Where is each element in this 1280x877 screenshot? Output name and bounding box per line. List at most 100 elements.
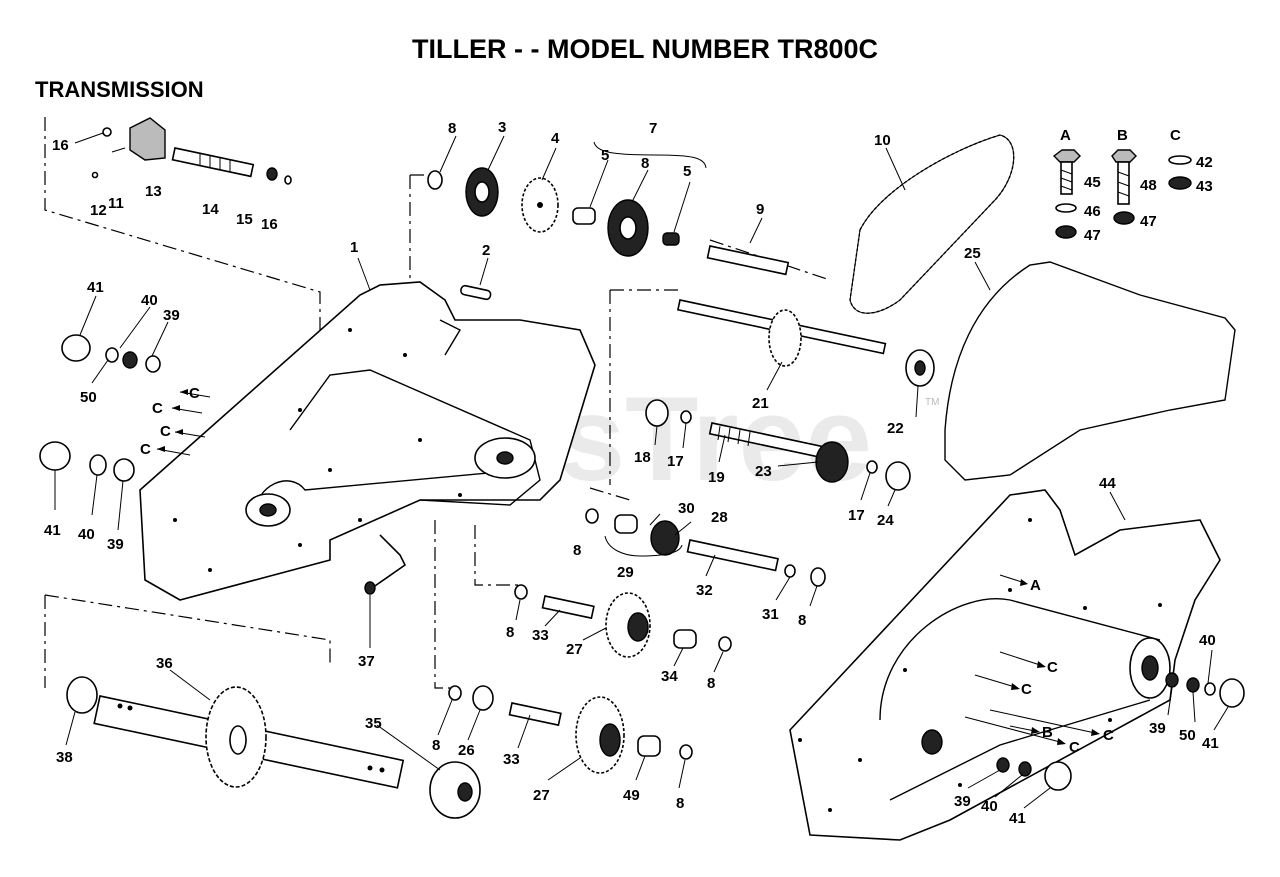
diagram-title: TILLER - - MODEL NUMBER TR800C [412,34,878,64]
transmission-housing-right [789,489,1221,841]
ref-39: 39 [163,307,180,324]
ref-12: 12 [90,202,107,219]
gear-27-lower [448,685,693,774]
ref-7: 7 [649,120,657,137]
ref-8: 8 [432,737,440,754]
ref-8: 8 [676,795,684,812]
ref-41: 41 [1009,810,1026,827]
ref-17: 17 [848,507,865,524]
ref-50: 50 [80,389,97,406]
gasket-outline [944,261,1236,481]
hex-bolt-icon [1111,149,1137,163]
ref-8: 8 [573,542,581,559]
ref-27: 27 [533,787,550,804]
ref-25: 25 [964,245,981,262]
ref-29: 29 [617,564,634,581]
ref-c: C [189,385,200,402]
ref-1: 1 [350,239,358,256]
ref-40: 40 [1199,632,1216,649]
ref-40: 40 [78,526,95,543]
ref-8: 8 [798,612,806,629]
hardware-column-a: A [1060,127,1071,144]
ref-18: 18 [634,449,651,466]
drive-chain [849,134,1015,314]
ref-4: 4 [551,130,560,147]
ref-c: C [160,423,171,440]
output-shaft-assembly [676,299,935,387]
ref-21: 21 [752,395,769,412]
ref-40: 40 [141,292,158,309]
ref-13: 13 [145,183,162,200]
ref-34: 34 [661,668,678,685]
ref-49: 49 [623,787,640,804]
ref-2: 2 [482,242,490,259]
ref-14: 14 [202,201,219,218]
ref-33: 33 [503,751,520,768]
shift-bracket-icon [129,117,166,161]
shift-lever-icon [371,534,407,589]
ref-40: 40 [981,798,998,815]
ref-47: 47 [1140,213,1157,230]
nut-icon [1055,225,1077,239]
left-bearings [39,334,161,482]
ref-16: 16 [52,137,69,154]
ref-17: 17 [667,453,684,470]
ref-5: 5 [683,163,691,180]
arrows-right [964,574,1100,745]
ref-9: 9 [756,201,764,218]
ref-26: 26 [458,742,475,759]
nut-icon [1113,211,1135,225]
ref-8: 8 [448,120,456,137]
ref-39: 39 [1149,720,1166,737]
ref-32: 32 [696,582,713,599]
ref-47: 47 [1084,227,1101,244]
gear-icon [815,441,849,483]
ref-45: 45 [1084,174,1101,191]
washer-icon [1055,203,1077,213]
right-bearings [996,672,1245,791]
upper-gear-train [427,167,790,276]
ref-36: 36 [156,655,173,672]
ref-44: 44 [1099,475,1116,492]
ref-48: 48 [1140,177,1157,194]
ref-42: 42 [1196,154,1213,171]
section-title: TRANSMISSION [35,77,204,102]
ref-11: 11 [108,195,124,212]
ref-b: B [1042,724,1053,741]
ref-c: C [1047,659,1058,676]
ref-43: 43 [1196,178,1213,195]
ref-c: C [1021,681,1032,698]
ref-15: 15 [236,211,253,228]
ref-c: C [152,400,163,417]
arrows-left [156,389,211,456]
ref-8: 8 [707,675,715,692]
ref-35: 35 [365,715,382,732]
washer-icon [1168,155,1192,165]
leader-lines [54,135,1229,809]
hardware-column-b: B [1117,127,1128,144]
ref-8: 8 [641,155,649,172]
shaft-icon [706,245,790,276]
ref-31: 31 [762,606,779,623]
ref-37: 37 [358,653,375,670]
ref-16: 16 [261,216,278,233]
ref-c: C [140,441,151,458]
ref-41: 41 [1202,735,1219,752]
ref-30: 30 [678,500,695,517]
ref-46: 46 [1084,203,1101,220]
ref-27: 27 [566,641,583,658]
ref-3: 3 [498,119,506,136]
ref-c: C [1103,727,1114,744]
ref-5: 5 [601,147,609,164]
trademark-mark: TM [925,397,939,408]
ref-28: 28 [711,509,728,526]
lower-shaft-assembly [585,508,826,587]
gear-27-upper [514,584,732,658]
ref-50: 50 [1179,727,1196,744]
pin-icon [460,284,492,301]
transmission-housing-left [139,281,596,601]
ref-33: 33 [532,627,549,644]
ref-10: 10 [874,132,891,149]
